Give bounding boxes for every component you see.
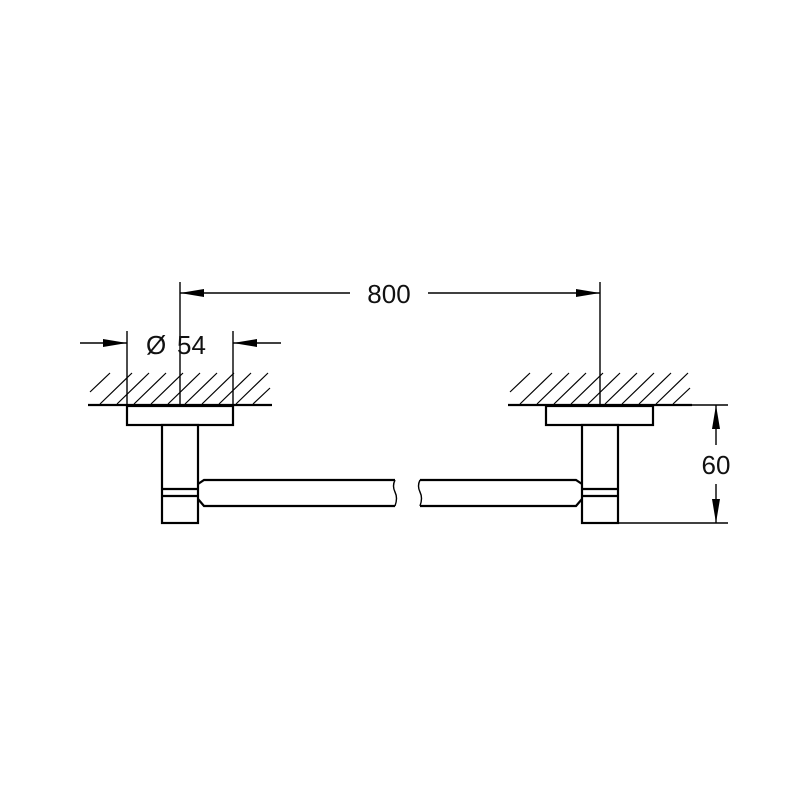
bar-right-segment [417,478,583,508]
projection-label: 60 [702,450,731,480]
diameter-dimension: Ø 54 [80,330,281,420]
right-bracket [544,404,655,525]
length-label: 800 [367,279,410,309]
arrowhead-right [576,289,600,297]
left-rosette [125,404,235,427]
arrowhead-down [712,499,720,523]
left-post [160,423,200,525]
length-dimension: 800 [179,279,601,405]
bar-left-segment [197,478,398,508]
right-rosette [544,404,655,427]
diameter-label: 54 [177,330,206,360]
arrowhead-in-right [233,339,257,347]
diameter-symbol: Ø [146,330,166,360]
arrowhead-up [712,405,720,429]
right-post [580,423,620,525]
arrowhead-left [180,289,204,297]
arrowhead-in-left [103,339,127,347]
projection-dimension: 60 [618,404,731,524]
